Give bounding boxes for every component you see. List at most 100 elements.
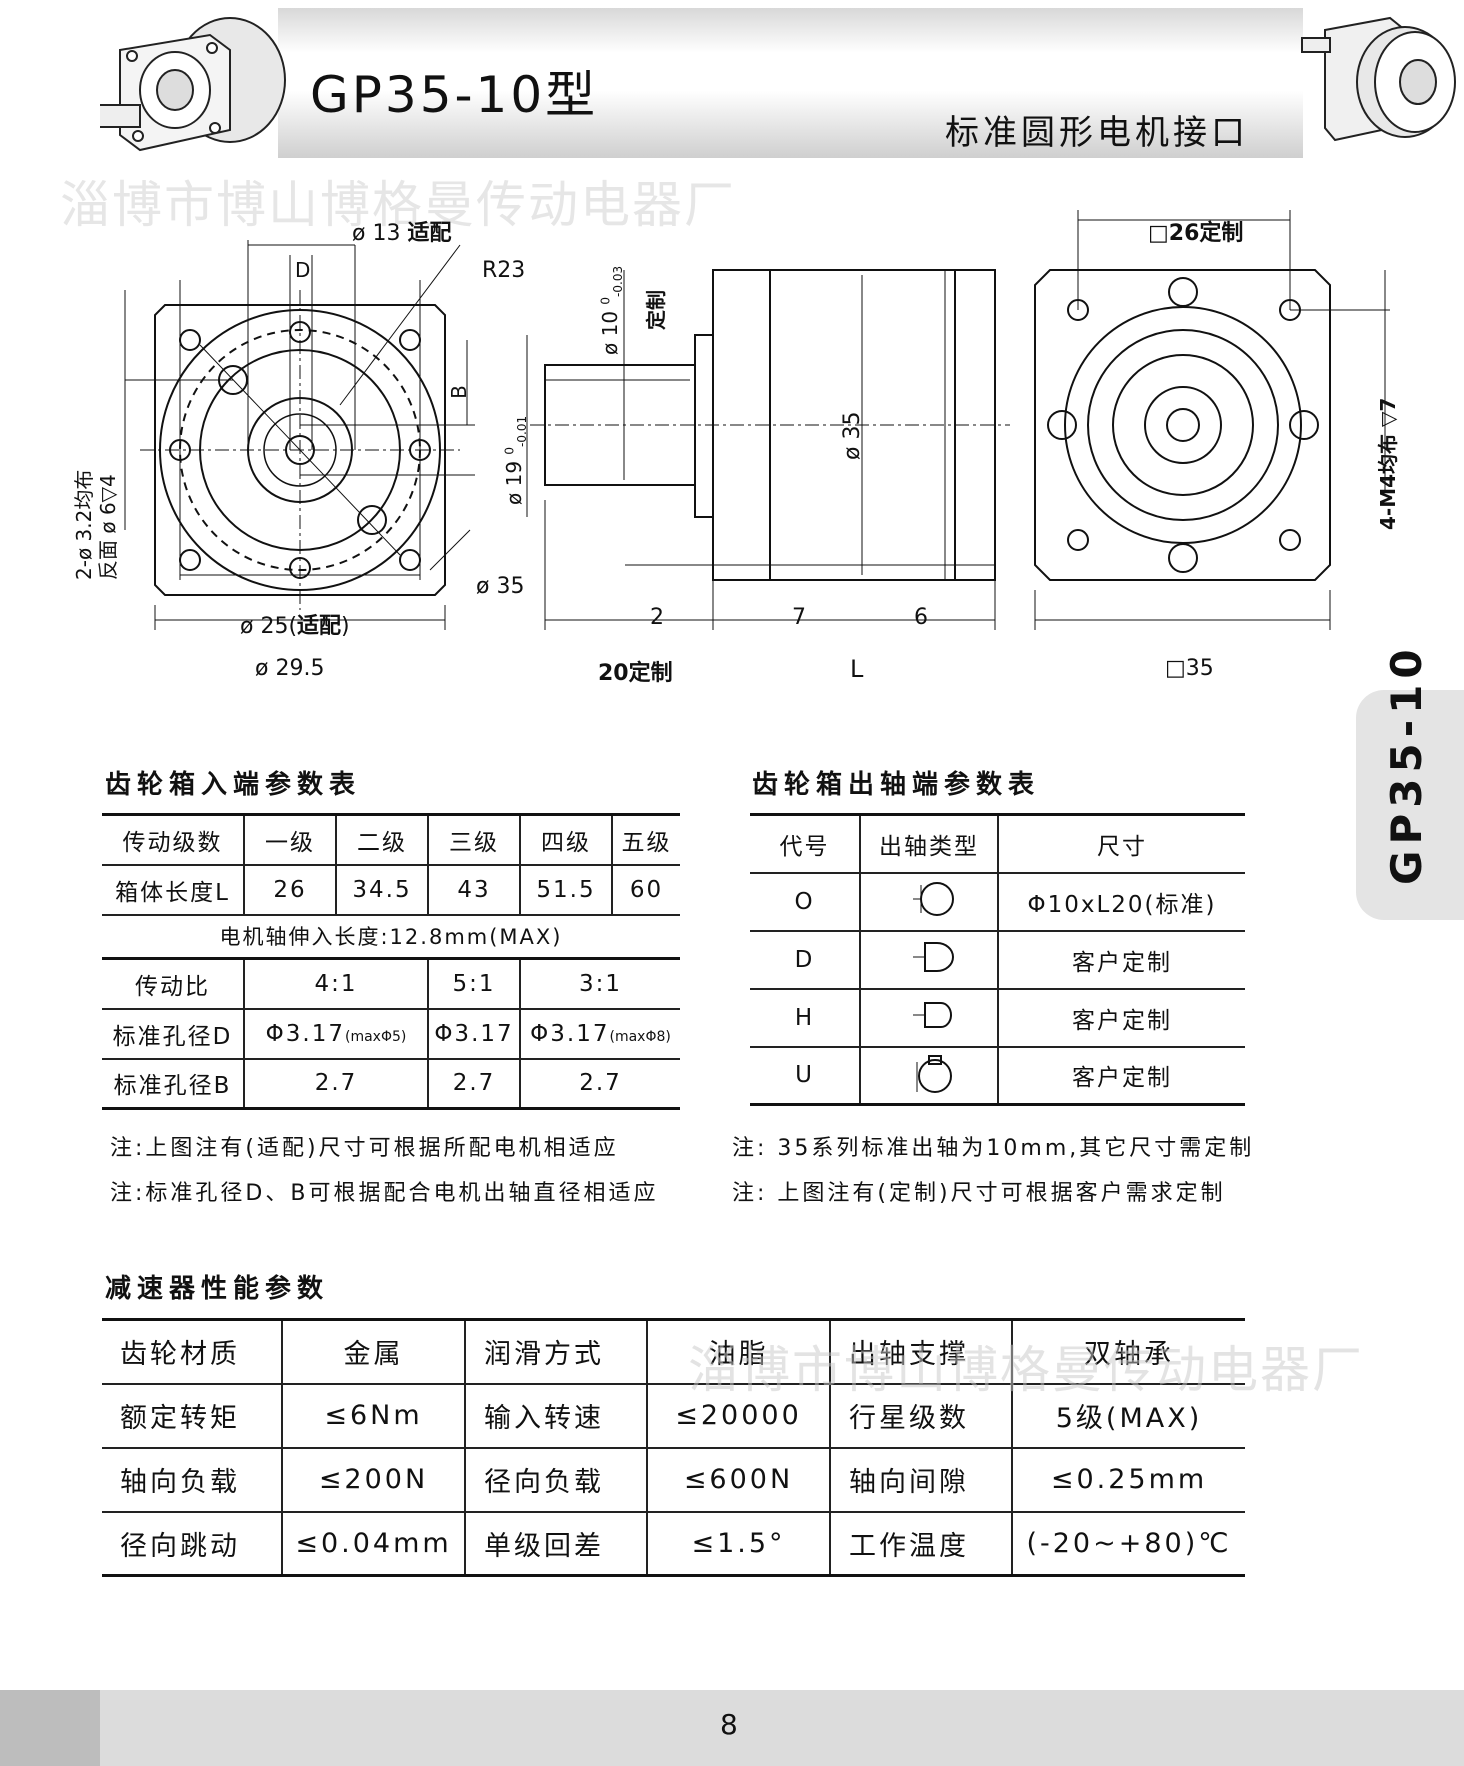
performance-table: 齿轮材质 金属 润滑方式 油脂 出轴支撑 双轴承 额定转矩 ≤6Nm 输入转速 … — [102, 1318, 1245, 1577]
length-cell: 34.5 — [335, 863, 429, 916]
output-table-title: 齿轮箱出轴端参数表 — [752, 770, 1041, 800]
gearbox-rear-image — [1301, 16, 1456, 142]
table-row: U 客户定制 — [750, 1045, 1245, 1106]
dim-20: 20定制 — [598, 661, 673, 686]
code-cell: D — [750, 929, 861, 990]
stage-cell: 二级 — [335, 813, 429, 866]
bore-d-value: Φ3.17 — [530, 1020, 610, 1047]
note-right-2: 注: 上图注有(定制)尺寸可根据客户需求定制 — [732, 1181, 1226, 1206]
shaft-note: 电机轴伸入长度:12.8mm(MAX) — [102, 913, 680, 960]
ratio-cell: 5:1 — [427, 957, 521, 1010]
dim-holes-rear: 反面 ø 6▽4 — [92, 474, 121, 580]
dim-D: D — [295, 258, 311, 282]
perf-label: 单级回差 — [464, 1510, 648, 1577]
table-row: 电机轴伸入长度:12.8mm(MAX) — [102, 913, 680, 960]
gearbox-front-image — [100, 17, 286, 152]
dim-sq26: □26定制 — [1148, 221, 1244, 246]
perf-label: 额定转矩 — [102, 1382, 283, 1449]
rear-view — [1034, 210, 1390, 630]
dim-d10-value: ø 10 — [598, 310, 622, 355]
length-cell: 60 — [611, 863, 680, 916]
dim-holes-depth: ø 6▽4 — [96, 474, 120, 534]
dim-d13: ø 13 适配 — [352, 215, 451, 247]
dim-m4: 4-M4均布 ▽7 — [1376, 397, 1400, 530]
table-row: 径向跳动 ≤0.04mm 单级回差 ≤1.5° 工作温度 (-20~+80)℃ — [102, 1510, 1245, 1577]
size-cell: Φ10xL20(标准) — [997, 871, 1245, 932]
perf-value: 5级(MAX) — [1011, 1382, 1245, 1449]
bore-b-cell: 2.7 — [427, 1057, 521, 1110]
ratio-cell: 4:1 — [243, 957, 429, 1010]
bore-b-label: 标准孔径B — [102, 1057, 245, 1110]
table-row: D 客户定制 — [750, 929, 1245, 990]
dim-r23: R23 — [482, 258, 526, 283]
note-left-1: 注:上图注有(适配)尺寸可根据所配电机相适应 — [110, 1136, 619, 1161]
length-label: 箱体长度L — [102, 863, 245, 916]
dim-2: 2 — [650, 605, 664, 630]
bore-d-value: Φ3.17 — [265, 1020, 345, 1047]
perf-label: 轴向间隙 — [829, 1446, 1013, 1513]
perf-label: 径向跳动 — [102, 1510, 283, 1577]
perf-value: 油脂 — [646, 1318, 831, 1385]
watermark-table: 淄博市博山博格曼传动电器厂 — [688, 1341, 1364, 1399]
shaft-type-u-icon — [859, 1045, 999, 1106]
dim-d19-value: ø 19 — [502, 460, 526, 505]
table-row: 轴向负载 ≤200N 径向负载 ≤600N 轴向间隙 ≤0.25mm — [102, 1446, 1245, 1513]
perf-value: ≤6Nm — [281, 1382, 466, 1449]
header-band — [278, 8, 1303, 158]
page-subtitle: 标准圆形电机接口 — [945, 113, 1249, 153]
dim-d35-side: ø 35 — [840, 411, 865, 460]
length-cell: 51.5 — [519, 863, 613, 916]
bore-d-label: 标准孔径D — [102, 1007, 245, 1060]
watermark-top: 淄博市博山博格曼传动电器厂 — [60, 176, 736, 234]
table-row: 箱体长度L 26 34.5 43 51.5 60 — [102, 863, 680, 916]
side-tab-label: GP35-10 — [1382, 643, 1431, 885]
technical-drawing — [124, 210, 1390, 630]
dim-d295: ø 29.5 — [255, 656, 325, 681]
side-view — [526, 269, 1010, 630]
perf-label: 工作温度 — [829, 1510, 1013, 1577]
shaft-type-h-icon — [859, 987, 999, 1048]
dim-d10-tol-low: -0.03 — [611, 265, 625, 297]
model-title: GP35-10型 — [310, 66, 599, 124]
note-left-2: 注:标准孔径D、B可根据配合电机出轴直径相适应 — [110, 1181, 659, 1206]
table-row: 标准孔径D Φ3.17(maxΦ5) Φ3.17 Φ3.17(maxΦ8) — [102, 1007, 680, 1060]
perf-value: (-20~+80)℃ — [1011, 1510, 1245, 1577]
output-param-table: 代号 出轴类型 尺寸 O Φ10xL20(标准) D 客户定制 H 客户定制 U… — [750, 813, 1245, 1106]
note-right-1: 注: 35系列标准出轴为10mm,其它尺寸需定制 — [732, 1136, 1255, 1161]
table-row: 代号 出轴类型 尺寸 — [750, 813, 1245, 874]
bore-b-cell: 2.7 — [519, 1057, 680, 1110]
dim-d10-tol-up: 0 — [598, 296, 613, 305]
perf-label: 输入转速 — [464, 1382, 648, 1449]
table-row: 齿轮材质 金属 润滑方式 油脂 出轴支撑 双轴承 — [102, 1318, 1245, 1385]
header-type: 出轴类型 — [859, 813, 999, 874]
stage-cell: 四级 — [519, 813, 613, 866]
bore-d-cell: Φ3.17(maxΦ8) — [519, 1007, 680, 1060]
stage-label: 传动级数 — [102, 813, 245, 866]
length-cell: 43 — [427, 863, 521, 916]
perf-label: 润滑方式 — [464, 1318, 648, 1385]
size-cell: 客户定制 — [997, 929, 1245, 990]
dim-d19-tol-low: -0.01 — [515, 415, 529, 447]
dim-d19-tol-up: 0 — [502, 446, 517, 455]
dim-d25-note: 适配 — [297, 614, 342, 639]
table-row: O Φ10xL20(标准) — [750, 871, 1245, 932]
dim-d13-note: 适配 — [407, 221, 452, 246]
perf-label: 轴向负载 — [102, 1446, 283, 1513]
header-size: 尺寸 — [997, 813, 1245, 874]
perf-label: 齿轮材质 — [102, 1318, 283, 1385]
front-view — [124, 240, 475, 630]
ratio-cell: 3:1 — [519, 957, 680, 1010]
dim-d10: ø 10 0-0.03 — [598, 266, 625, 355]
perf-label: 径向负载 — [464, 1446, 648, 1513]
dim-holes-rear-label: 反面 — [96, 540, 120, 580]
side-tab — [1356, 690, 1464, 920]
perf-label: 出轴支撑 — [829, 1318, 1013, 1385]
page-number: 8 — [720, 1708, 738, 1741]
table-row: 标准孔径B 2.7 2.7 2.7 — [102, 1057, 680, 1110]
code-cell: O — [750, 871, 861, 932]
perf-value: ≤600N — [646, 1446, 831, 1513]
length-cell: 26 — [243, 863, 337, 916]
bore-d-value: Φ3.17 — [434, 1020, 514, 1047]
input-table-title: 齿轮箱入端参数表 — [105, 770, 362, 800]
dim-d35-front: ø 35 — [476, 574, 525, 599]
